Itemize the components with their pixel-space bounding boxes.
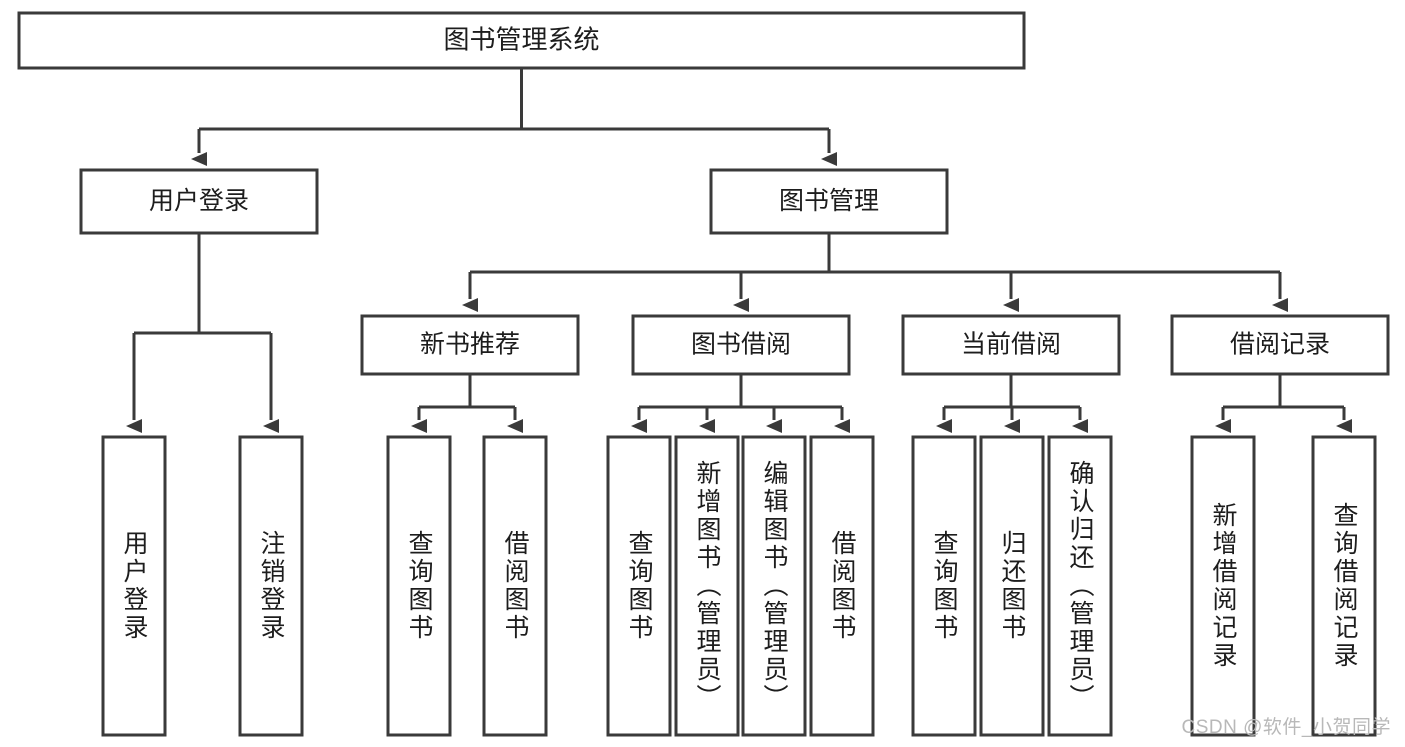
leaf-leaf-add-book[interactable] bbox=[674, 435, 740, 737]
node-user-login[interactable] bbox=[79, 168, 319, 235]
node-new-book-recommend[interactable] bbox=[360, 314, 580, 376]
leaf-leaf-query-book-1[interactable] bbox=[386, 435, 452, 737]
leaf-leaf-query-borrow-record[interactable] bbox=[1311, 435, 1377, 737]
leaf-leaf-query-book-2[interactable] bbox=[606, 435, 672, 737]
connector-layer bbox=[126, 68, 1352, 433]
node-borrow-record[interactable] bbox=[1170, 314, 1390, 376]
watermark-text: CSDN @软件_小贺同学 bbox=[1181, 717, 1391, 738]
leaf-leaf-borrow-book-1[interactable] bbox=[482, 435, 548, 737]
node-root-label: 图书管理系统 bbox=[443, 24, 599, 54]
node-user-login-label: 用户登录 bbox=[149, 187, 249, 215]
node-book-borrow[interactable] bbox=[631, 314, 851, 376]
node-book-borrow-label: 图书借阅 bbox=[691, 331, 791, 359]
node-new-book-recommend-label: 新书推荐 bbox=[420, 331, 520, 359]
node-root[interactable] bbox=[17, 11, 1026, 70]
leaf-leaf-add-borrow-record[interactable] bbox=[1190, 435, 1256, 737]
node-borrow-record-label: 借阅记录 bbox=[1230, 331, 1330, 359]
leaf-leaf-user-logout[interactable] bbox=[238, 435, 304, 737]
leaf-leaf-query-book-3[interactable] bbox=[911, 435, 977, 737]
node-current-borrow-label: 当前借阅 bbox=[961, 331, 1061, 359]
leaf-leaf-return-book[interactable] bbox=[979, 435, 1045, 737]
leaf-leaf-edit-book[interactable] bbox=[741, 435, 807, 737]
node-current-borrow[interactable] bbox=[901, 314, 1121, 376]
leaf-leaf-borrow-book-2[interactable] bbox=[809, 435, 875, 737]
node-book-management-label: 图书管理 bbox=[779, 187, 879, 215]
leaf-leaf-user-login[interactable] bbox=[101, 435, 167, 737]
leaf-leaf-confirm-return[interactable] bbox=[1047, 435, 1113, 737]
node-book-management[interactable] bbox=[709, 168, 949, 235]
